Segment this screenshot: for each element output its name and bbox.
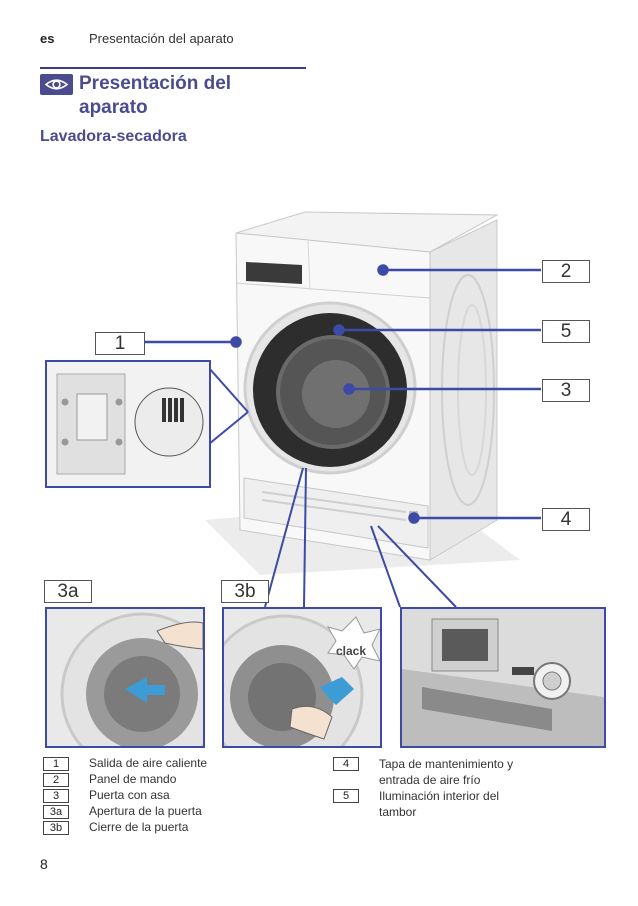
callout-4: 4 xyxy=(542,508,590,531)
legend-num: 3b xyxy=(43,821,69,835)
legend-text: Puerta con asa xyxy=(89,788,170,802)
legend-text: Salida de aire caliente xyxy=(89,756,208,770)
legend-text: Panel de mando xyxy=(89,772,177,786)
running-header-title: Presentación del aparato xyxy=(89,31,234,46)
legend-text: Apertura de la puerta xyxy=(89,804,202,818)
section-subtitle: Lavadora-secadora xyxy=(40,128,187,145)
legend-num: 2 xyxy=(43,773,69,787)
callout-3: 3 xyxy=(542,379,590,402)
clack-label: clack xyxy=(336,644,367,658)
callout-1: 1 xyxy=(95,332,145,355)
legend-text: Cierre de la puerta xyxy=(89,820,189,834)
rear-view-inset xyxy=(45,360,211,488)
legend-num: 1 xyxy=(43,757,69,771)
eye-icon xyxy=(40,74,73,95)
callout-3b: 3b xyxy=(221,580,269,603)
door-closing-photo: clack xyxy=(222,607,382,748)
legend-num: 3 xyxy=(43,789,69,803)
legend-text: Tapa de mantenimiento y entrada de aire … xyxy=(379,757,514,787)
callout-5: 5 xyxy=(542,320,590,343)
title-rule xyxy=(40,67,306,69)
callout-3a: 3a xyxy=(44,580,92,603)
maintenance-flap-photo xyxy=(400,607,606,748)
legend-num: 5 xyxy=(333,789,359,803)
legend-num: 3a xyxy=(43,805,69,819)
legend-num: 4 xyxy=(333,757,359,771)
legend-text: Iluminación interior del tambor xyxy=(379,789,500,819)
door-opening-photo xyxy=(45,607,205,748)
language-code: es xyxy=(40,31,55,46)
callout-2: 2 xyxy=(542,260,590,283)
page-number: 8 xyxy=(40,856,48,872)
section-title: Presentación del aparato xyxy=(79,73,232,118)
